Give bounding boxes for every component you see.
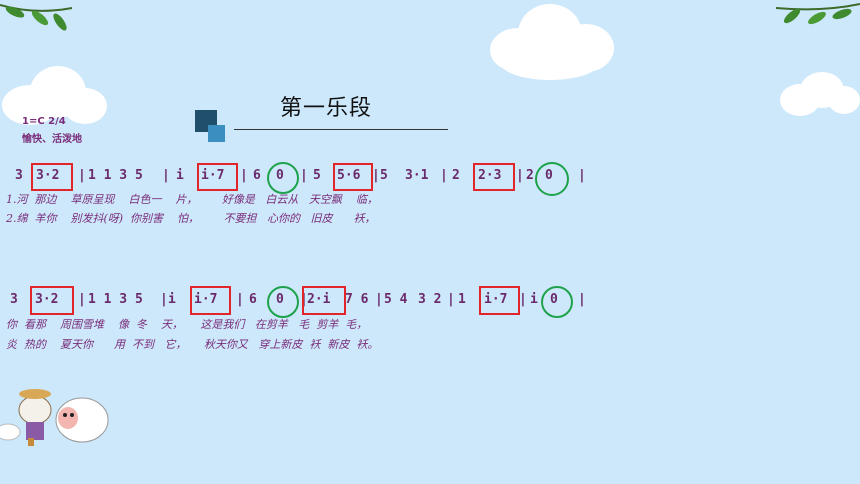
highlight-box: [31, 163, 73, 191]
note-cell: 6: [253, 168, 261, 183]
note-cell: 3·2: [36, 168, 60, 183]
bar-line: |: [372, 168, 380, 183]
row1-lyrics-verse2: 2.绵 羊你 别发抖(呀) 你别害 怕， 不要担 心你的 旧皮 袄，: [6, 212, 376, 225]
note-cell: 7 6: [345, 292, 369, 307]
highlight-box: [197, 163, 238, 191]
note-cell: i·7: [194, 292, 218, 307]
heading-square-light: [208, 125, 225, 142]
bar-line: |: [162, 168, 170, 183]
note-cell: 1: [458, 292, 466, 307]
note-cell: 5: [313, 168, 321, 183]
note-cell: 3·1: [405, 168, 429, 183]
note-cell: 1 1 3 5: [88, 168, 143, 183]
highlight-circle: [267, 286, 299, 318]
bar-line: |: [447, 292, 455, 307]
title-underline: [234, 129, 448, 130]
bar-line: |: [240, 168, 248, 183]
bar-line: |: [78, 168, 86, 183]
highlight-box: [333, 163, 373, 191]
bar-line: |: [516, 168, 524, 183]
note-cell: i: [168, 292, 176, 307]
leaf-branch-right-icon: [775, 3, 860, 25]
bar-line: |: [78, 292, 86, 307]
tempo-marking: 愉快、活泼地: [22, 134, 82, 145]
row1-lyrics-verse1: 1.河 那边 草原呈现 白色一 片， 好像是 白云从 天空飘 临，: [6, 193, 378, 206]
row2-lyrics-verse2: 炎 热的 夏天你 用 不到 它， 秋天你又 穿上新皮 袄 新皮 袄。: [6, 338, 379, 351]
highlight-box: [190, 286, 231, 315]
note-cell: i: [176, 168, 184, 183]
bar-line: |: [578, 168, 586, 183]
cloud-right-icon: [780, 72, 860, 116]
cloud-left-icon: [2, 66, 107, 125]
bar-line: |: [375, 292, 383, 307]
highlight-box: [302, 286, 346, 315]
note-cell: i·7: [201, 168, 225, 183]
note-cell: 2·3: [478, 168, 502, 183]
note-cell: 3 2: [418, 292, 442, 307]
note-cell: 3·2: [35, 292, 59, 307]
bar-line: |: [440, 168, 448, 183]
highlight-circle: [535, 162, 569, 196]
bar-line: |: [300, 168, 308, 183]
highlight-circle: [541, 286, 573, 318]
note-cell: i: [530, 292, 538, 307]
leaf-branch-left-icon: [0, 4, 73, 31]
note-cell: 3: [15, 168, 23, 183]
bar-line: |: [236, 292, 244, 307]
row2-lyrics-verse1: 你 看那 周围雪堆 像 冬 天， 这是我们 在剪羊 毛 剪羊 毛，: [6, 318, 368, 331]
bar-line: |: [519, 292, 527, 307]
highlight-box: [30, 286, 74, 315]
note-cell: i·7: [484, 292, 508, 307]
cloud-top-icon: [490, 4, 614, 80]
note-cell: 2: [526, 168, 534, 183]
note-cell: 2: [452, 168, 460, 183]
bar-line: |: [160, 292, 168, 307]
highlight-box: [473, 163, 515, 191]
note-cell: 3: [10, 292, 18, 307]
bar-line: |: [578, 292, 586, 307]
note-cell: 6: [249, 292, 257, 307]
note-cell: 1 1 3 5: [88, 292, 143, 307]
sheep-cartoon-icon: [0, 389, 109, 446]
highlight-box: [479, 286, 520, 315]
section-title: 第一乐段: [280, 96, 373, 121]
key-signature: 1=C 2/4: [22, 116, 66, 127]
note-cell: 2·i: [307, 292, 331, 307]
note-cell: 5·6: [337, 168, 361, 183]
note-cell: 5 4: [384, 292, 408, 307]
highlight-circle: [267, 162, 299, 194]
note-cell: 5: [380, 168, 388, 183]
